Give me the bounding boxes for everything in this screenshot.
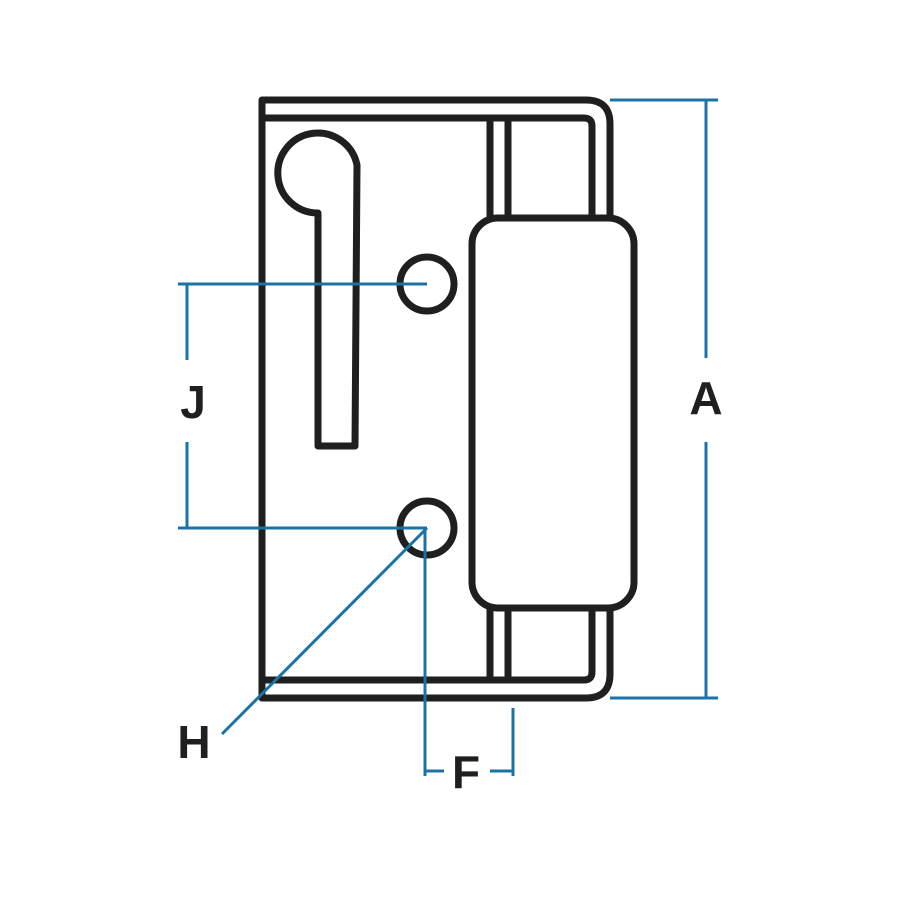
dimension-a: A xyxy=(610,98,723,700)
dimension-f-label: F xyxy=(452,746,480,798)
dimension-h-leader xyxy=(220,526,429,736)
dimension-h: H xyxy=(177,526,429,768)
dimension-f: F xyxy=(423,528,515,798)
dimension-j: J xyxy=(178,282,427,530)
dimension-a-label: A xyxy=(689,372,722,424)
keyhole-slot xyxy=(274,129,361,450)
dimension-j-label: J xyxy=(180,376,206,428)
hinge-barrel xyxy=(468,214,638,612)
leaf-outer-outline xyxy=(258,96,614,702)
dimension-h-label: H xyxy=(177,716,210,768)
